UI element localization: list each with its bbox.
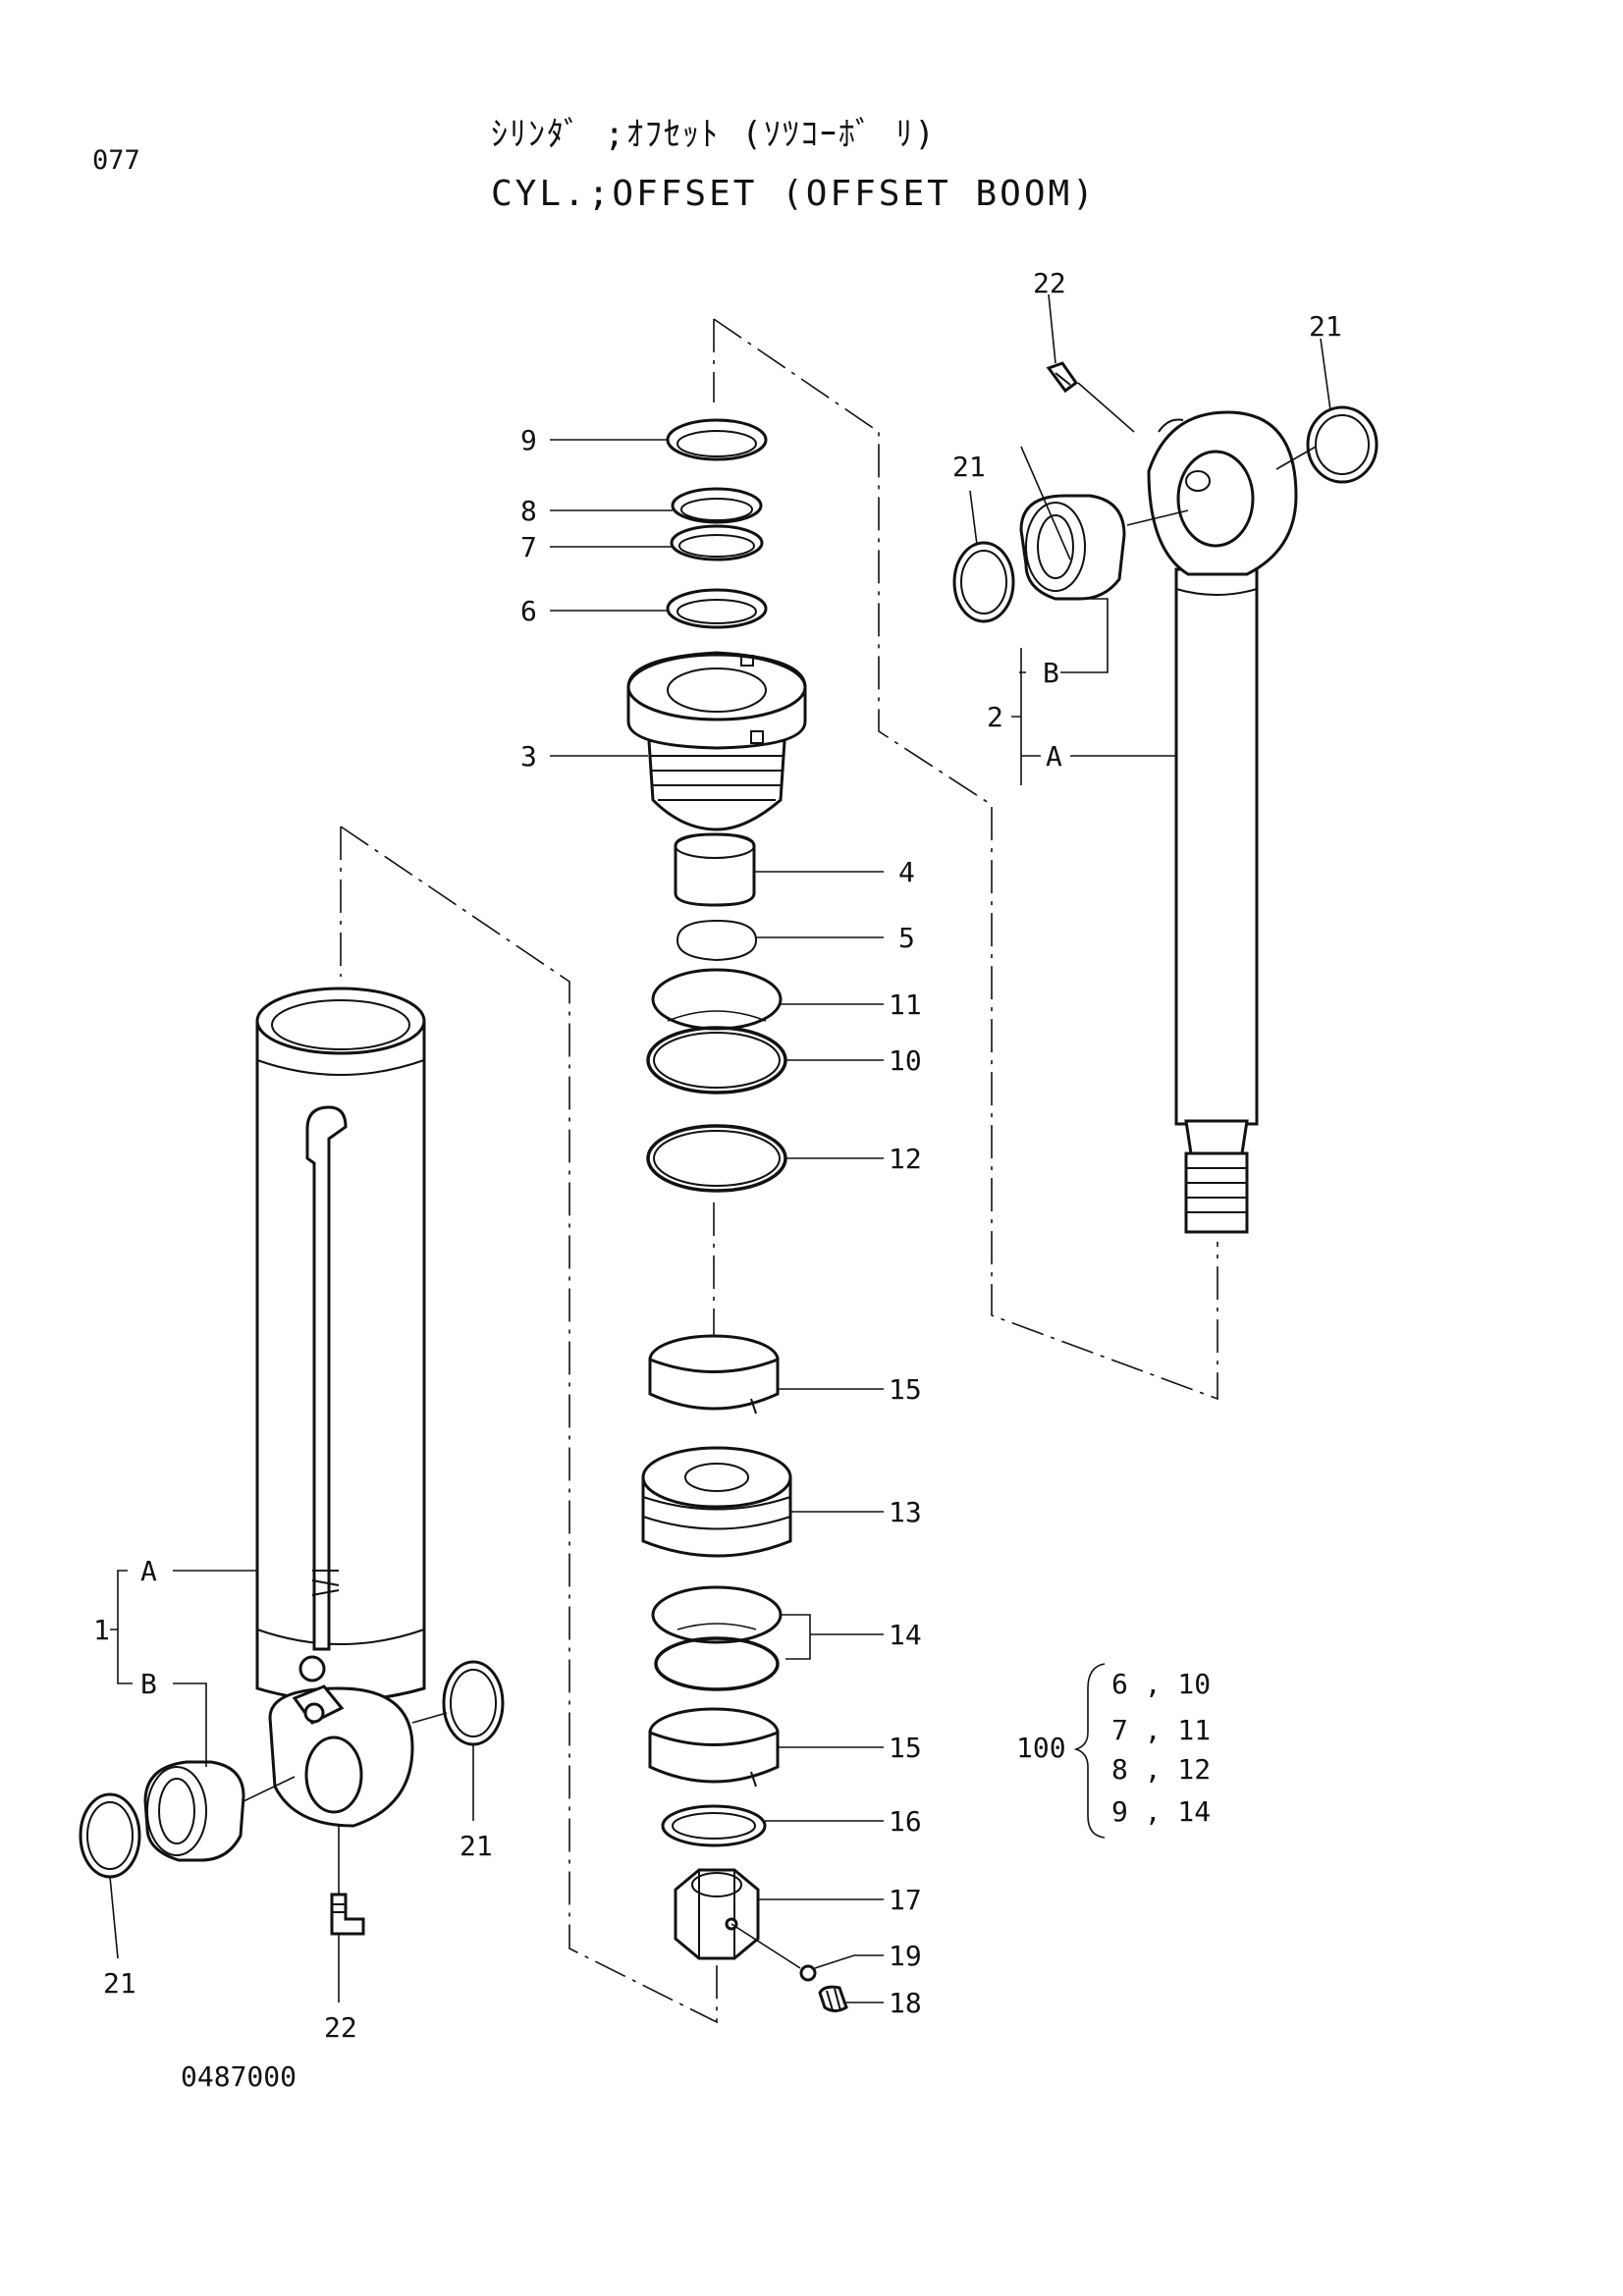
callout-15-upper: 15 xyxy=(889,1373,922,1406)
rod-bushing[interactable] xyxy=(1019,494,1126,601)
callout-11: 11 xyxy=(889,988,922,1021)
part-15-wear-ring-lower[interactable] xyxy=(648,1707,780,1788)
part-9-ring[interactable] xyxy=(666,418,768,461)
callout-13: 13 xyxy=(889,1496,922,1528)
callout-15-lower: 15 xyxy=(889,1732,922,1764)
part-6-ring[interactable] xyxy=(666,588,768,629)
callout-19: 19 xyxy=(889,1940,922,1972)
callout-rod-2b: B xyxy=(1043,657,1059,689)
part-18-set-screw[interactable] xyxy=(818,1985,848,2012)
part-19-ball[interactable] xyxy=(799,1964,817,1982)
callout-rod-2a: A xyxy=(1046,740,1062,773)
rod-seal-ring-right[interactable] xyxy=(1306,405,1379,484)
tube-bushing[interactable] xyxy=(143,1760,245,1862)
title-english: CYL.;OFFSET (OFFSET BOOM) xyxy=(491,174,1097,214)
kit-pair-4: 9 , 14 xyxy=(1111,1795,1211,1828)
seal-kit-100: 100 6 , 10 7 , 11 8 , 12 9 , 14 xyxy=(1016,1663,1211,1839)
part-17-nut[interactable] xyxy=(674,1868,760,1960)
callout-4: 4 xyxy=(898,856,915,888)
callout-18: 18 xyxy=(889,1987,922,2019)
part-11-backup-ring[interactable] xyxy=(651,968,783,1031)
callout-14: 14 xyxy=(889,1619,922,1651)
tube-grease-nipple[interactable] xyxy=(330,1893,365,1936)
piston-rod[interactable] xyxy=(1174,567,1259,1234)
callout-tube-1b: B xyxy=(140,1668,157,1700)
kit-pair-3: 8 , 12 xyxy=(1111,1753,1211,1786)
callout-rod-21-left: 21 xyxy=(952,451,986,483)
part-3-cylinder-head[interactable] xyxy=(626,651,807,831)
callout-rod-2: 2 xyxy=(987,701,1003,733)
part-8-ring[interactable] xyxy=(671,487,763,524)
part-14-seal-set[interactable] xyxy=(651,1585,783,1691)
part-10-o-ring[interactable] xyxy=(646,1026,787,1095)
part-13-piston[interactable] xyxy=(641,1446,792,1558)
callout-7: 7 xyxy=(520,531,537,563)
part-5-snap-ring[interactable] xyxy=(676,919,758,962)
kit-pair-2: 7 , 11 xyxy=(1111,1714,1211,1746)
callout-tube-1: 1 xyxy=(93,1614,110,1646)
callout-17: 17 xyxy=(889,1884,922,1916)
tube-seal-ring-left[interactable] xyxy=(79,1792,141,1879)
callout-tube-21-left: 21 xyxy=(103,1967,136,2000)
part-4-bushing[interactable] xyxy=(674,832,756,907)
kit-pair-1: 6 , 10 xyxy=(1111,1668,1211,1700)
leader-lines xyxy=(109,294,1331,2003)
title-japanese: ｼﾘﾝﾀﾞ ;ｵﾌｾｯﾄ (ｿﾂｺｰﾎﾞ ﾘ) xyxy=(491,115,937,154)
tube-seal-ring-right[interactable] xyxy=(442,1660,505,1746)
assembly-guide-lines xyxy=(340,318,1218,2024)
drawing-number: 0487000 xyxy=(181,2060,298,2093)
callout-rod-22: 22 xyxy=(1033,267,1066,299)
callout-tube-21-right: 21 xyxy=(460,1830,493,1862)
callout-8: 8 xyxy=(520,495,537,527)
callout-12: 12 xyxy=(889,1143,922,1175)
callout-9: 9 xyxy=(520,424,537,456)
page-number: 077 xyxy=(92,145,140,176)
cylinder-tube[interactable] xyxy=(255,987,426,1702)
part-7-ring[interactable] xyxy=(670,524,764,561)
kit-number: 100 xyxy=(1016,1732,1066,1764)
callout-5: 5 xyxy=(898,922,915,954)
rod-eye[interactable] xyxy=(1147,410,1298,576)
cylinder-bottom-eye[interactable] xyxy=(268,1684,414,1828)
callout-6: 6 xyxy=(520,595,537,627)
callout-10: 10 xyxy=(889,1044,922,1077)
part-15-wear-ring-upper[interactable] xyxy=(648,1334,780,1415)
part-12-o-ring[interactable] xyxy=(646,1124,787,1193)
part-16-washer[interactable] xyxy=(661,1804,767,1847)
callout-tube-22: 22 xyxy=(324,2011,357,2044)
rod-seal-ring-left[interactable] xyxy=(952,541,1015,623)
rod-grease-nipple[interactable] xyxy=(1046,361,1079,394)
callout-3: 3 xyxy=(520,740,537,773)
callout-tube-1a: A xyxy=(140,1555,157,1587)
callout-rod-21-right: 21 xyxy=(1309,310,1342,343)
callout-labels: 9 8 7 6 3 4 5 11 10 12 15 13 14 15 16 17… xyxy=(93,267,1342,2044)
callout-16: 16 xyxy=(889,1805,922,1838)
